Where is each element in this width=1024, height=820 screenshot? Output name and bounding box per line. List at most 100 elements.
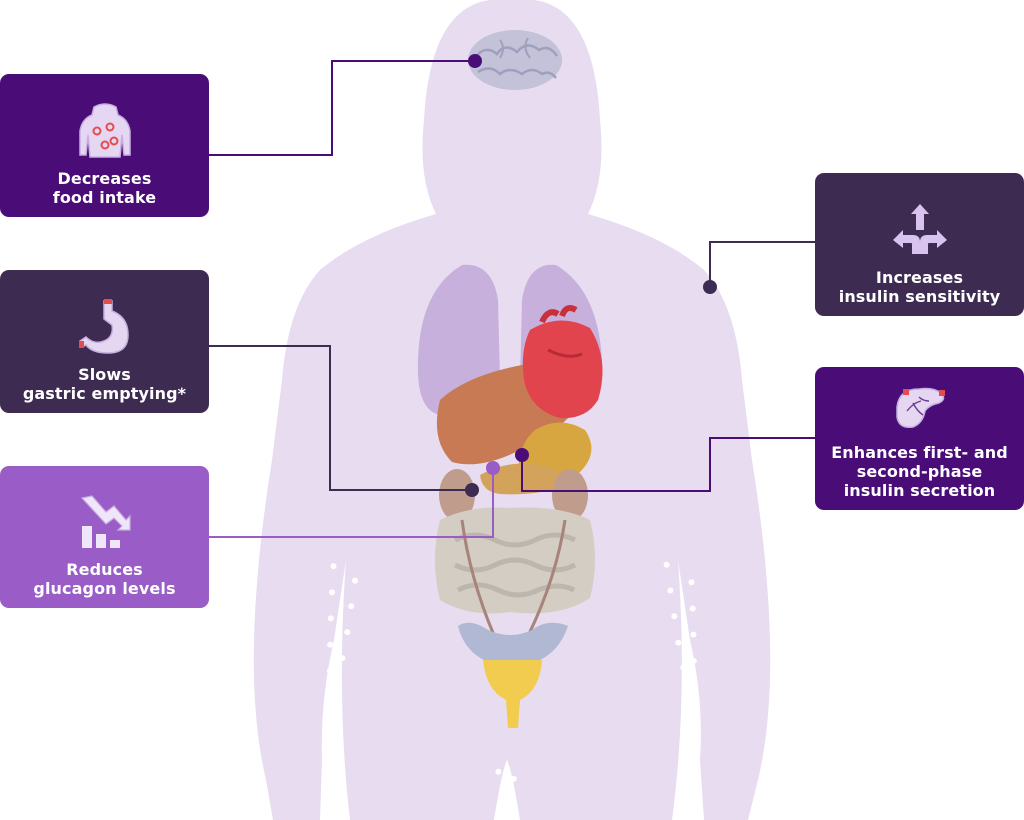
silhouette-dot bbox=[770, 522, 777, 529]
silhouette-dot bbox=[669, 231, 676, 238]
organs bbox=[417, 30, 603, 728]
silhouette-dot bbox=[770, 759, 777, 766]
silhouette-dot bbox=[690, 710, 696, 717]
silhouette-dot bbox=[410, 182, 417, 189]
intestines-illustration bbox=[435, 507, 595, 614]
silhouette-dot bbox=[595, 201, 601, 208]
silhouette-dot bbox=[778, 680, 785, 687]
connector-glucagon bbox=[209, 468, 494, 538]
silhouette-dot bbox=[348, 603, 355, 610]
silhouette-dot bbox=[249, 772, 256, 779]
silhouette-dot bbox=[407, 154, 414, 161]
silhouette-dot bbox=[410, 101, 417, 108]
silhouette-dot bbox=[419, 209, 426, 216]
connector-dot-stomach bbox=[465, 483, 479, 497]
silhouette-dot bbox=[410, 205, 417, 212]
stomach-icon bbox=[78, 299, 129, 354]
connector-food-intake bbox=[209, 60, 475, 156]
bladder-illustration bbox=[483, 660, 542, 728]
silhouette-dot bbox=[667, 587, 674, 594]
silhouette-dot bbox=[256, 457, 263, 464]
silhouette-dot bbox=[675, 639, 682, 646]
left-kidney-illustration bbox=[439, 469, 475, 521]
silhouette-dot bbox=[327, 641, 334, 648]
label-line: insulin secretion bbox=[843, 481, 996, 500]
silhouette-dot bbox=[327, 720, 334, 727]
connector-gastric-emptying bbox=[209, 345, 472, 491]
silhouette-dot bbox=[249, 509, 256, 516]
silhouette-dot bbox=[740, 315, 747, 322]
silhouette-dot bbox=[715, 264, 721, 271]
silhouette-dot bbox=[408, 127, 415, 134]
pelvis-illustration bbox=[458, 622, 568, 660]
silhouette-dot bbox=[263, 406, 270, 413]
label-line: Decreases bbox=[57, 169, 152, 188]
silhouette-dot bbox=[645, 219, 652, 226]
connector-dot-muscle bbox=[703, 280, 717, 294]
silhouette-dot bbox=[333, 798, 339, 805]
silhouette-dot bbox=[241, 719, 248, 726]
silhouette-dot bbox=[746, 341, 753, 348]
ureters-illustration bbox=[460, 519, 567, 641]
silhouette-dot bbox=[690, 631, 697, 638]
silhouette-dot bbox=[685, 714, 692, 721]
silhouette-dot bbox=[352, 577, 358, 584]
silhouette-dot bbox=[601, 61, 608, 68]
right-kidney-illustration bbox=[552, 469, 588, 521]
silhouette-dot bbox=[413, 74, 420, 81]
body-torso-icon bbox=[78, 103, 131, 158]
silhouette-dot bbox=[767, 497, 774, 503]
silhouette-dot bbox=[779, 653, 786, 660]
silhouette-dot bbox=[775, 575, 782, 582]
silhouette-dot bbox=[330, 772, 337, 779]
silhouette-dot bbox=[238, 666, 245, 673]
silhouette-dot bbox=[606, 88, 613, 95]
silhouette-dot bbox=[692, 245, 699, 252]
silhouette-dot bbox=[753, 394, 760, 400]
silhouette-dot bbox=[327, 615, 334, 622]
silhouette-dot bbox=[505, 800, 512, 807]
silhouette-dot bbox=[773, 549, 780, 555]
silhouette-dot bbox=[620, 209, 627, 216]
connector-dot-brain bbox=[468, 54, 482, 68]
silhouette-dot bbox=[671, 613, 678, 620]
silhouette-dots bbox=[238, 9, 786, 815]
silhouette-dot bbox=[269, 354, 276, 361]
connector-lines bbox=[209, 54, 815, 538]
connector-insulin-secretion bbox=[521, 437, 815, 492]
silhouette-dot bbox=[252, 483, 259, 490]
label-line: Reduces bbox=[66, 560, 143, 579]
silhouette-dot bbox=[500, 793, 507, 800]
silhouette-dot bbox=[687, 793, 694, 799]
silhouette-dot bbox=[329, 808, 336, 815]
silhouette-dot bbox=[683, 689, 690, 696]
silhouette-dot bbox=[778, 627, 785, 634]
label-line: Enhances first- and bbox=[831, 443, 1008, 462]
branching-arrows-icon bbox=[892, 204, 947, 254]
silhouette-dot bbox=[777, 601, 784, 608]
silhouette-dot bbox=[420, 47, 427, 54]
silhouette-dot bbox=[244, 745, 251, 752]
silhouette-dot bbox=[330, 730, 337, 737]
callout-food-intake: Decreases food intake bbox=[0, 74, 209, 217]
silhouette-dot bbox=[239, 613, 246, 620]
callout-food-intake-label: Decreases food intake bbox=[53, 169, 156, 207]
silhouette-dot bbox=[239, 692, 246, 699]
callout-insulin-sensitivity-label: Increases insulin sensitivity bbox=[839, 268, 1001, 306]
silhouette-dot bbox=[756, 419, 763, 426]
silhouette-dot bbox=[254, 797, 261, 804]
silhouette-dot bbox=[774, 733, 781, 740]
silhouette-dot bbox=[680, 664, 687, 671]
label-line: glucagon levels bbox=[33, 579, 176, 598]
silhouette-dot bbox=[266, 380, 273, 387]
label-line: Slows bbox=[78, 365, 131, 384]
silhouette-dot bbox=[385, 214, 392, 221]
silhouette-dot bbox=[314, 253, 321, 260]
label-line: Increases bbox=[875, 268, 964, 287]
label-line: food intake bbox=[52, 188, 157, 207]
label-line: insulin sensitivity bbox=[838, 287, 1001, 306]
callout-insulin-secretion: Enhances first- and second-phase insulin… bbox=[815, 367, 1024, 510]
silhouette-dot bbox=[603, 196, 610, 203]
silhouette-dot bbox=[330, 782, 337, 789]
silhouette-dot bbox=[689, 605, 696, 612]
